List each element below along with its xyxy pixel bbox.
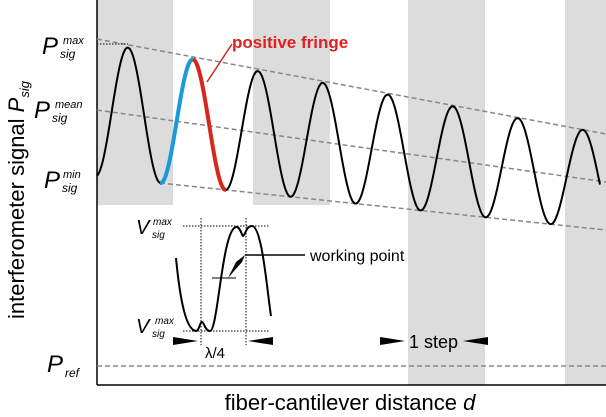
band [97, 0, 173, 205]
fringe-pointer [206, 43, 233, 83]
arrow-left-icon [248, 337, 273, 345]
inset: working point λ/4 1 step [173, 218, 488, 362]
svg-text:max: max [155, 316, 175, 327]
step-bands [97, 0, 606, 385]
svg-text:P: P [47, 351, 63, 378]
x-axis-label: fiber-cantilever distance d [225, 390, 476, 415]
svg-text:sig: sig [152, 329, 165, 340]
svg-text:P: P [42, 33, 58, 60]
svg-text:ref: ref [65, 366, 81, 380]
mean-line [96, 109, 606, 183]
svg-text:sig: sig [52, 111, 68, 125]
svg-text:min: min [63, 169, 81, 181]
band [408, 0, 485, 385]
rising-fringe-segment [159, 57, 194, 186]
band [565, 0, 606, 385]
y-axis-label: interferometer signal Psig [4, 80, 32, 319]
step-arrow-right-icon [380, 337, 405, 345]
svg-text:P: P [44, 167, 60, 194]
working-point-label: working point [309, 248, 405, 265]
svg-text:mean: mean [55, 99, 83, 111]
svg-text:sig: sig [152, 230, 165, 241]
svg-text:max: max [153, 217, 173, 228]
lambda-quarter-label: λ/4 [205, 345, 225, 362]
svg-text:V: V [136, 316, 151, 338]
band [253, 0, 330, 205]
falling-fringe-segment [192, 57, 227, 192]
inset-curve [175, 224, 272, 333]
svg-text:sig: sig [62, 181, 78, 195]
one-step-label: 1 step [409, 332, 458, 352]
positive-fringe-label: positive fringe [232, 33, 348, 52]
svg-text:max: max [63, 35, 84, 47]
working-point-arrow-icon [228, 255, 245, 278]
svg-text:P: P [34, 97, 50, 124]
svg-text:sig: sig [60, 47, 76, 61]
arrow-right-icon [173, 337, 198, 345]
step-arrow-left-icon [463, 337, 488, 345]
svg-text:V: V [136, 217, 151, 239]
max-envelope-line [96, 38, 606, 135]
min-envelope-line [159, 182, 606, 231]
